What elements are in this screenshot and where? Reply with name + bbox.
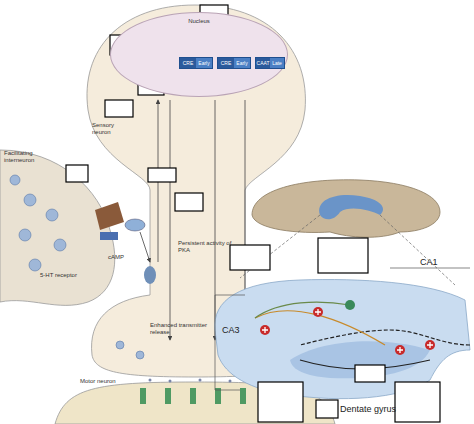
gene-box: CREEarly [179, 57, 213, 69]
part-label: Motor neuron [80, 378, 130, 385]
brain [252, 180, 440, 237]
part-label: Persistent activity of PKA [178, 240, 238, 254]
neuron-symbol [345, 300, 355, 310]
gene-box: CREEarly [217, 57, 251, 69]
part-label: Enhanced transmitter release [150, 322, 220, 336]
gene-label: Early [196, 58, 212, 68]
part-label: 5-HT receptor [40, 272, 90, 279]
motor-neuron [55, 382, 335, 424]
plus-symbol [260, 307, 435, 355]
part-label: Dentate gyrus [340, 404, 420, 414]
receptor-symbol [140, 388, 271, 404]
part-label: CA1 [420, 257, 450, 267]
interneuron [0, 150, 115, 305]
receptor-symbol [100, 232, 118, 240]
hippocampus-section [215, 280, 470, 399]
hippocampus [319, 195, 383, 219]
pathway-fiber [255, 302, 470, 369]
part-label: cAMP [108, 254, 138, 261]
zoom-line [240, 215, 455, 285]
enzyme-symbol [125, 219, 145, 231]
vesicle [10, 175, 279, 359]
gene-label: Early [234, 58, 250, 68]
part-label: Facilitating interneuron [4, 150, 64, 164]
gene-box: CAATLate [255, 57, 285, 69]
nucleus-label: Nucleus [111, 18, 287, 24]
gene-label: CAAT [256, 58, 270, 68]
gene-label: CRE [218, 58, 234, 68]
kinase-symbol [144, 266, 156, 284]
part-label: CA3 [222, 325, 252, 335]
part-label: Sensory neuron [92, 122, 132, 136]
blank-box [66, 5, 440, 422]
gene-label: CRE [180, 58, 196, 68]
nucleus-oval: NucleusCREEarlyCREEarlyCAATLate [110, 12, 288, 97]
receptor-symbol [95, 202, 124, 230]
gene-label: Late [270, 58, 284, 68]
bracket [215, 268, 470, 390]
